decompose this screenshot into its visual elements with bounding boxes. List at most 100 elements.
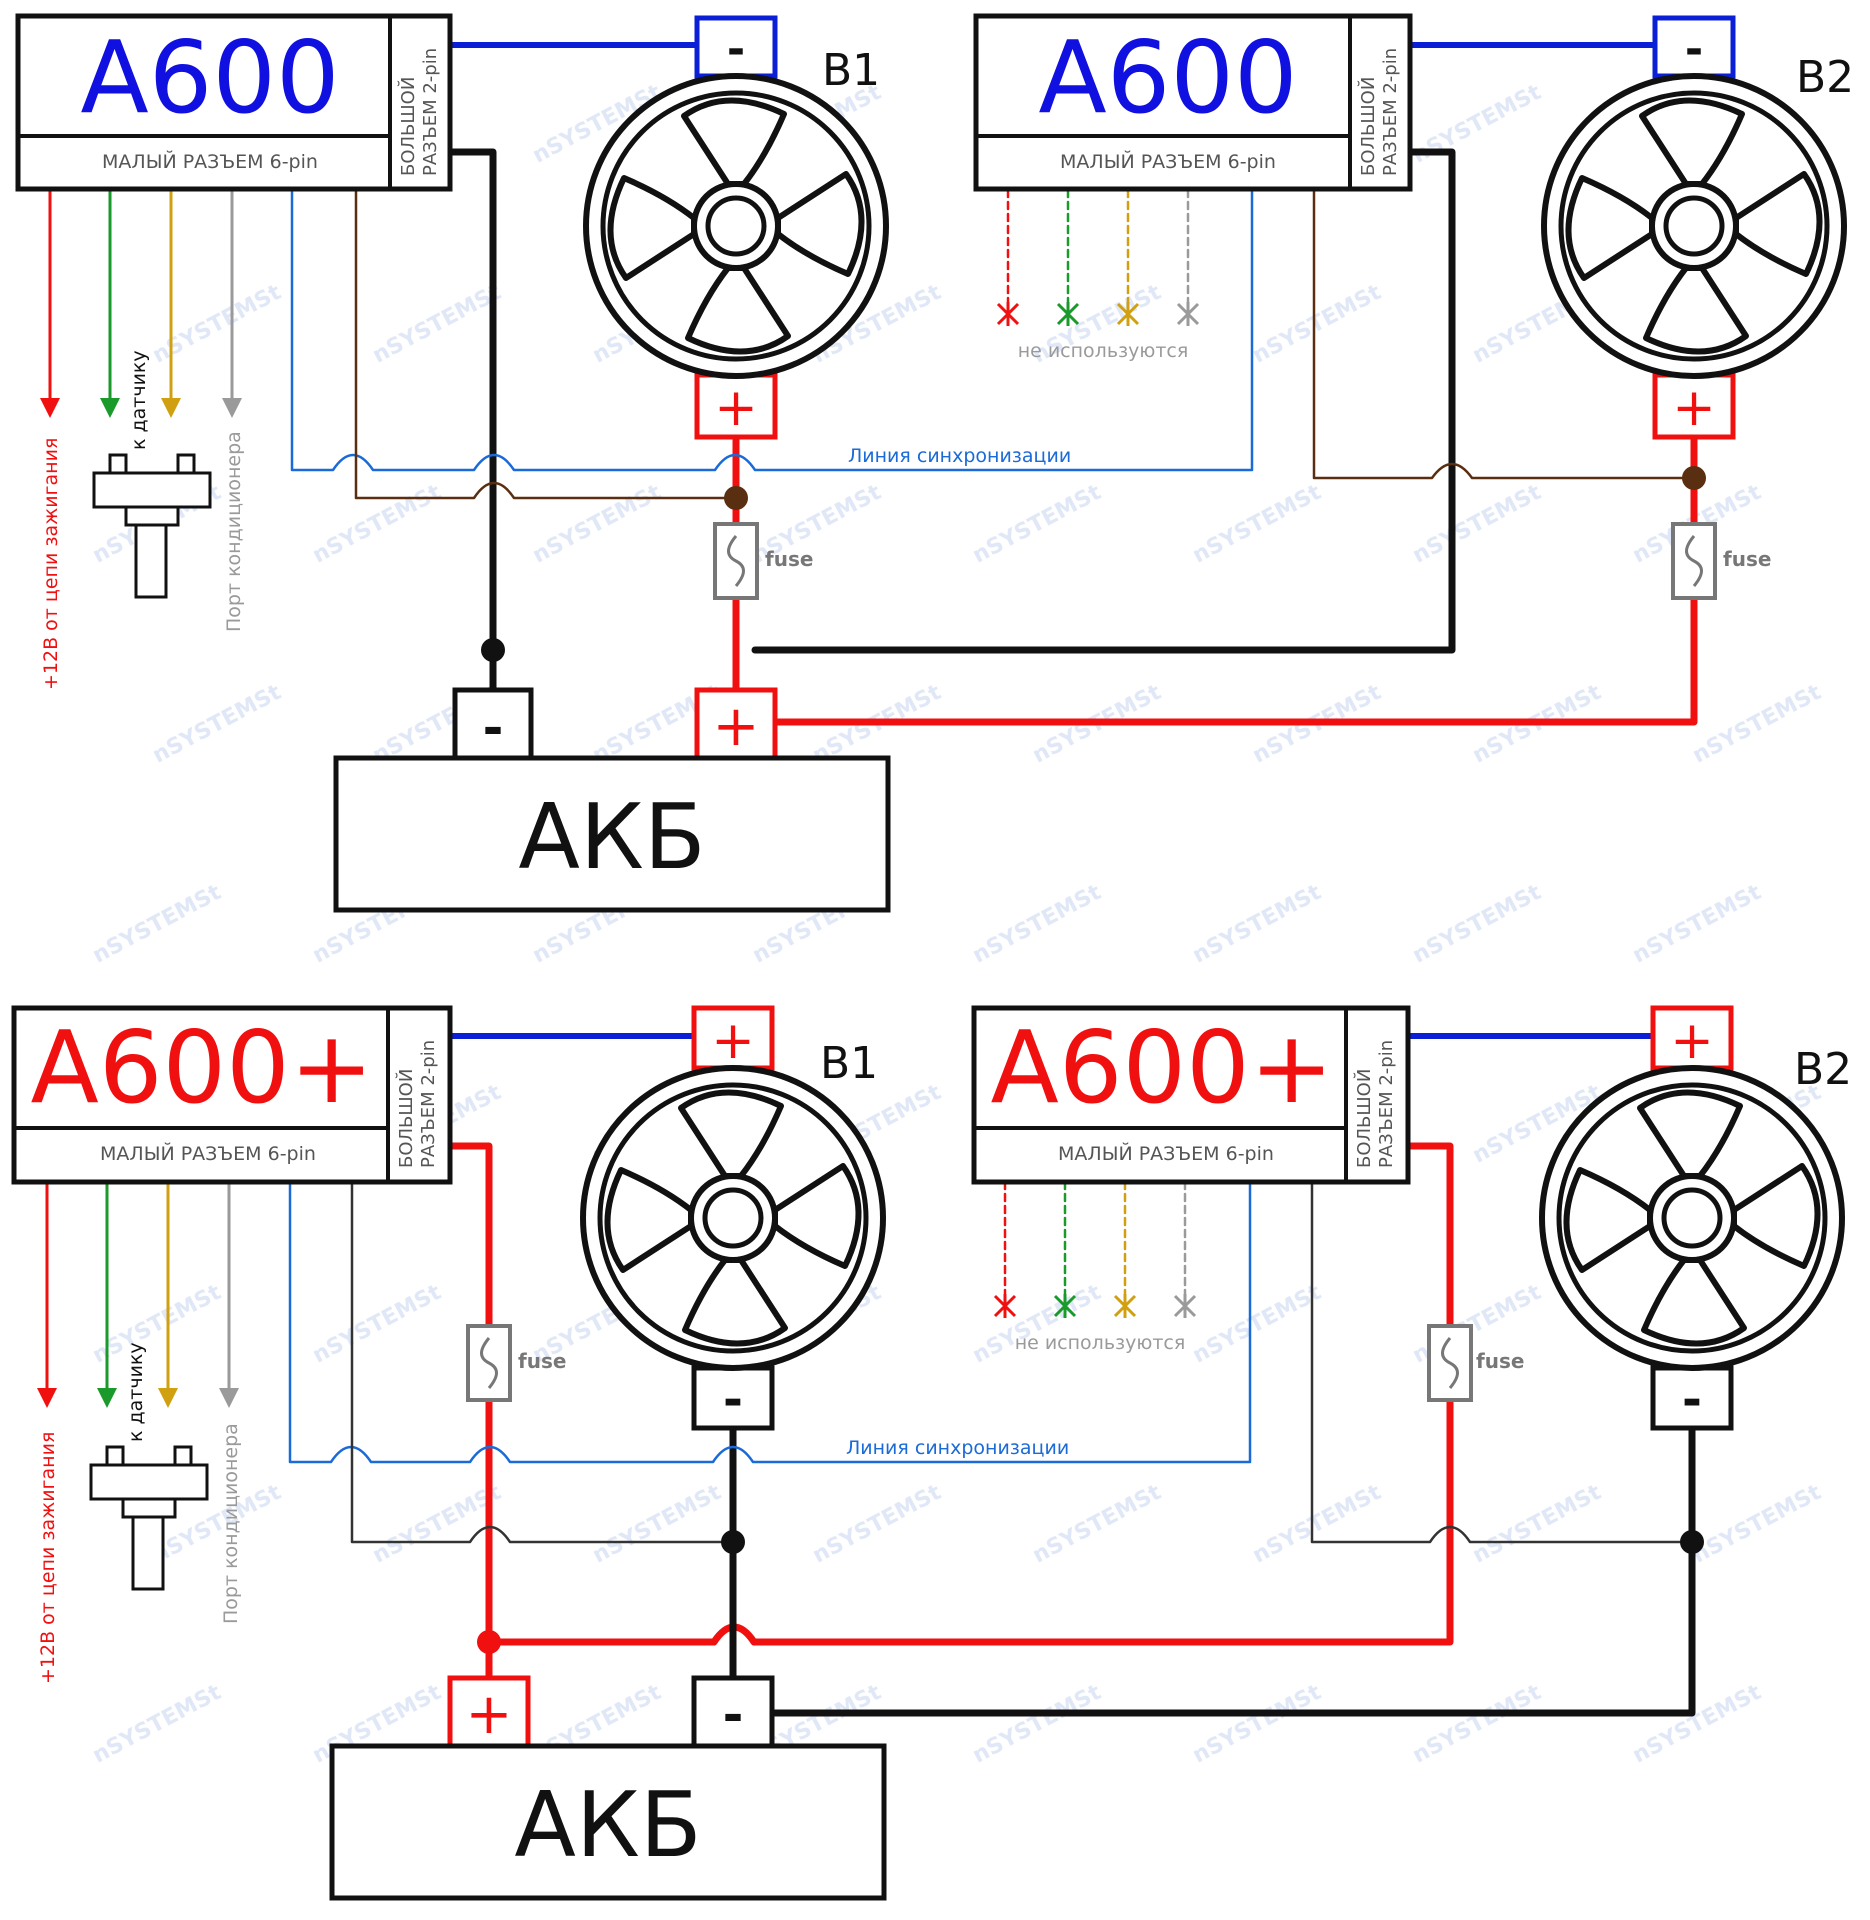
watermark-text: nSYSTEMSt [1249, 280, 1386, 369]
diagram-a600: A600 МАЛЫЙ РАЗЪЕМ 6-pin БОЛЬШОЙ РАЗЪЕМ 2… [15, 13, 1854, 913]
small-connector-label: МАЛЫЙ РАЗЪЕМ 6-pin [1058, 1142, 1274, 1165]
watermark-text: nSYSTEMSt [1189, 1280, 1326, 1369]
watermark-text: nSYSTEMSt [1189, 480, 1326, 569]
sync-line-label: Линия синхронизации [848, 445, 1071, 467]
controller-1: A600 МАЛЫЙ РАЗЪЕМ 6-pin БОЛЬШОЙ РАЗЪЕМ 2… [15, 13, 453, 192]
watermark-text: nSYSTEMSt [969, 1680, 1106, 1769]
fan-terminal: - [1685, 24, 1703, 75]
sensor-label: к датчику [128, 350, 150, 450]
junction-dot [1680, 1530, 1704, 1554]
controller-title: A600+ [30, 1009, 373, 1126]
fuse-1: fuse [713, 522, 813, 600]
fan-terminal: - [723, 1372, 743, 1428]
battery-terminal: + [713, 694, 760, 759]
big-connector-label-line2: РАЗЪЕМ 2-pin [420, 48, 441, 176]
unused-label: не используются [1015, 1332, 1186, 1354]
big-connector-label-line1: БОЛЬШОЙ [395, 1069, 417, 1168]
fan-terminal: - [1682, 1372, 1702, 1428]
fuse-label: fuse [1723, 547, 1771, 571]
controller-title: A600+ [990, 1009, 1333, 1126]
big-connector-label-line1: БОЛЬШОЙ [1353, 1069, 1375, 1168]
fuse-label: fuse [518, 1349, 566, 1373]
watermark-text: nSYSTEMSt [969, 880, 1106, 969]
fan-icon [1544, 76, 1844, 376]
watermark-text: nSYSTEMSt [149, 680, 286, 769]
sensor-icon [89, 1445, 209, 1591]
fan-terminal: + [714, 378, 758, 438]
watermark-layer: nSYSTEMSt nSYSTEMSt nSYSTEMSt nSYSTEMSt nSYS… [89, 80, 1826, 1769]
controller-1: A600+ МАЛЫЙ РАЗЪЕМ 6-pin БОЛЬШОЙ РАЗЪЕМ … [11, 1005, 453, 1185]
battery-label: АКБ [518, 785, 705, 890]
watermark-text: nSYSTEMSt [309, 480, 446, 569]
junction-dot [724, 486, 748, 510]
battery-terminal: + [466, 1682, 513, 1747]
ignition-label: +12В от цепи зажигания [37, 1432, 59, 1684]
junction-dot [721, 1530, 745, 1554]
watermark-text: nSYSTEMSt [1629, 1680, 1766, 1769]
watermark-text: nSYSTEMSt [1629, 880, 1766, 969]
junction-dot [477, 1630, 501, 1654]
watermark-text: nSYSTEMSt [89, 1280, 226, 1369]
watermark-text: nSYSTEMSt [1409, 480, 1546, 569]
battery-label: АКБ [514, 1773, 701, 1878]
diagram-a600plus: A600+ МАЛЫЙ РАЗЪЕМ 6-pin БОЛЬШОЙ РАЗЪЕМ … [11, 1005, 1852, 1901]
ac-port-label: Порт кондиционера [220, 1423, 242, 1624]
watermark-text: nSYSTEMSt [89, 1680, 226, 1769]
watermark-text: nSYSTEMSt [1689, 680, 1826, 769]
battery-terminal: - [483, 699, 504, 757]
fan-icon [1542, 1068, 1842, 1368]
watermark-text: nSYSTEMSt [309, 1280, 446, 1369]
fan-b2: - + B2 [1544, 15, 1854, 440]
watermark-text: nSYSTEMSt [969, 480, 1106, 569]
controller-2: A600+ МАЛЫЙ РАЗЪЕМ 6-pin БОЛЬШОЙ РАЗЪЕМ … [971, 1005, 1411, 1185]
controller-title: A600 [80, 19, 339, 136]
fan-icon [586, 76, 886, 376]
watermark-text: nSYSTEMSt [369, 280, 506, 369]
small-connector-label: МАЛЫЙ РАЗЪЕМ 6-pin [100, 1142, 316, 1165]
fan-b2: + - B2 [1542, 1005, 1852, 1431]
big-connector-label-line2: РАЗЪЕМ 2-pin [1380, 48, 1401, 176]
battery-terminal: - [723, 1686, 744, 1744]
battery: + - АКБ [329, 1675, 887, 1901]
ac-port-label: Порт кондиционера [223, 431, 245, 632]
watermark-text: nSYSTEMSt [1469, 1480, 1606, 1569]
watermark-text: nSYSTEMSt [1189, 880, 1326, 969]
fan-b1: - + B1 [586, 15, 886, 440]
sensor-label: к датчику [125, 1342, 147, 1442]
controller-2: A600 МАЛЫЙ РАЗЪЕМ 6-pin БОЛЬШОЙ РАЗЪЕМ 2… [973, 13, 1413, 192]
fan-label: B1 [820, 1038, 878, 1089]
ignition-label: +12В от цепи зажигания [40, 438, 62, 690]
fan-terminal: - [727, 24, 745, 75]
fuse-label: fuse [765, 547, 813, 571]
watermark-text: nSYSTEMSt [1249, 1480, 1386, 1569]
watermark-text: nSYSTEMSt [1689, 1480, 1826, 1569]
fan-label: B1 [822, 45, 880, 96]
watermark-text: nSYSTEMSt [809, 1480, 946, 1569]
fan-icon [583, 1068, 883, 1368]
sync-line-label: Линия синхронизации [846, 1437, 1069, 1459]
big-connector-label-line1: БОЛЬШОЙ [1357, 77, 1379, 176]
fan-label: B2 [1794, 1044, 1852, 1095]
big-connector-label-line1: БОЛЬШОЙ [397, 77, 419, 176]
junction-dot [1682, 466, 1706, 490]
watermark-text: nSYSTEMSt [149, 280, 286, 369]
fan-terminal: + [1672, 378, 1716, 438]
sensor-icon [92, 453, 212, 599]
watermark-text: nSYSTEMSt [589, 1480, 726, 1569]
fan-terminal: + [1670, 1011, 1714, 1071]
battery: - + АКБ [333, 687, 891, 913]
watermark-text: nSYSTEMSt [969, 1280, 1106, 1369]
controller-title: A600 [1038, 19, 1297, 136]
watermark-text: nSYSTEMSt [529, 480, 666, 569]
watermark-text: nSYSTEMSt [89, 880, 226, 969]
small-connector-label: МАЛЫЙ РАЗЪЕМ 6-pin [1060, 150, 1276, 173]
fan-b1: + - B1 [583, 1005, 883, 1431]
watermark-text: nSYSTEMSt [1029, 1480, 1166, 1569]
big-connector-label-line2: РАЗЪЕМ 2-pin [1376, 1040, 1397, 1168]
junction-dot [481, 638, 505, 662]
fuse-2: fuse [1671, 522, 1771, 600]
fan-label: B2 [1796, 52, 1854, 103]
fuse-1: fuse [466, 1324, 566, 1402]
fuse-label: fuse [1476, 1349, 1524, 1373]
